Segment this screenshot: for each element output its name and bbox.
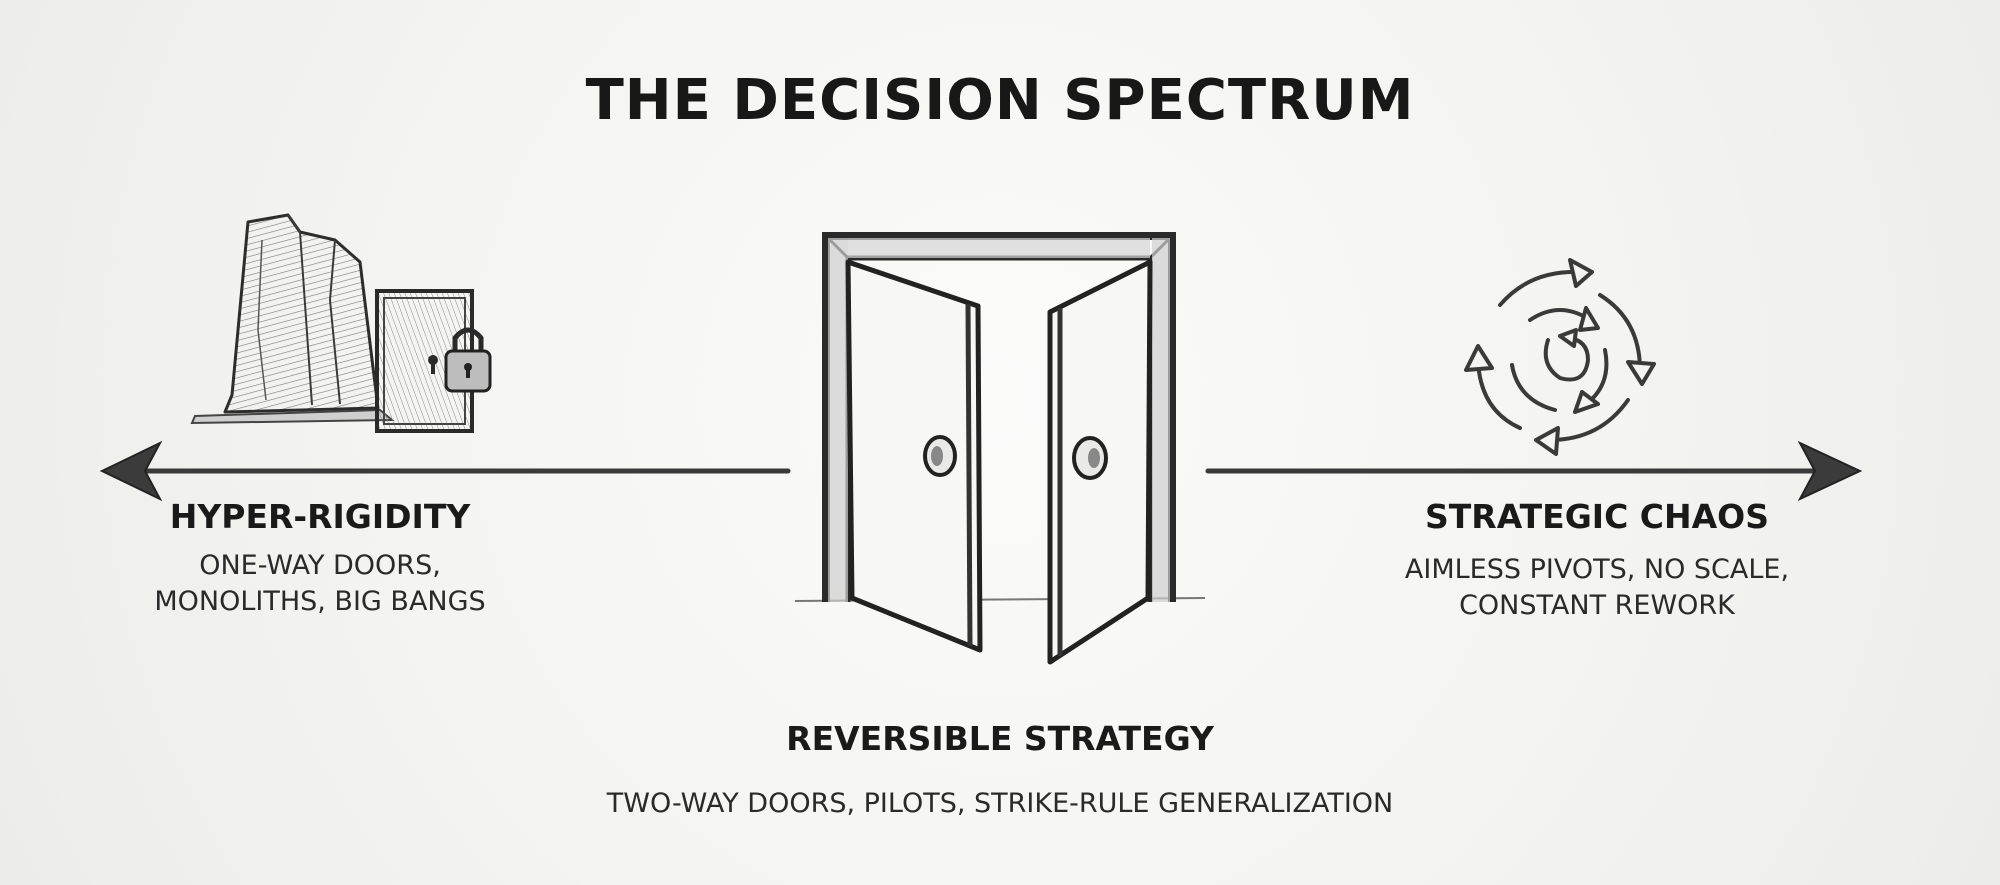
right-description-line1: AIMLESS PIVOTS, NO SCALE,: [1404, 554, 1790, 585]
locked-door-monolith-icon: [190, 213, 492, 433]
left-description-line2: MONOLITHS, BIG BANGS: [154, 586, 486, 617]
spectrum-arrow-right: [1205, 440, 1863, 502]
center-description: TWO-WAY DOORS, PILOTS, STRIKE-RULE GENER…: [606, 788, 1394, 819]
right-description-line2: CONSTANT REWORK: [1459, 590, 1735, 621]
left-heading: HYPER-RIGIDITY: [169, 497, 471, 536]
spectrum-arrow-left: [99, 440, 791, 502]
open-double-door-icon: [794, 232, 1206, 665]
swirling-arrows-icon: [1464, 258, 1656, 456]
right-heading: STRATEGIC CHAOS: [1425, 497, 1769, 536]
left-description-line1: ONE-WAY DOORS,: [199, 550, 441, 581]
center-heading: REVERSIBLE STRATEGY: [786, 719, 1214, 758]
diagram-title: THE DECISION SPECTRUM: [585, 68, 1415, 133]
